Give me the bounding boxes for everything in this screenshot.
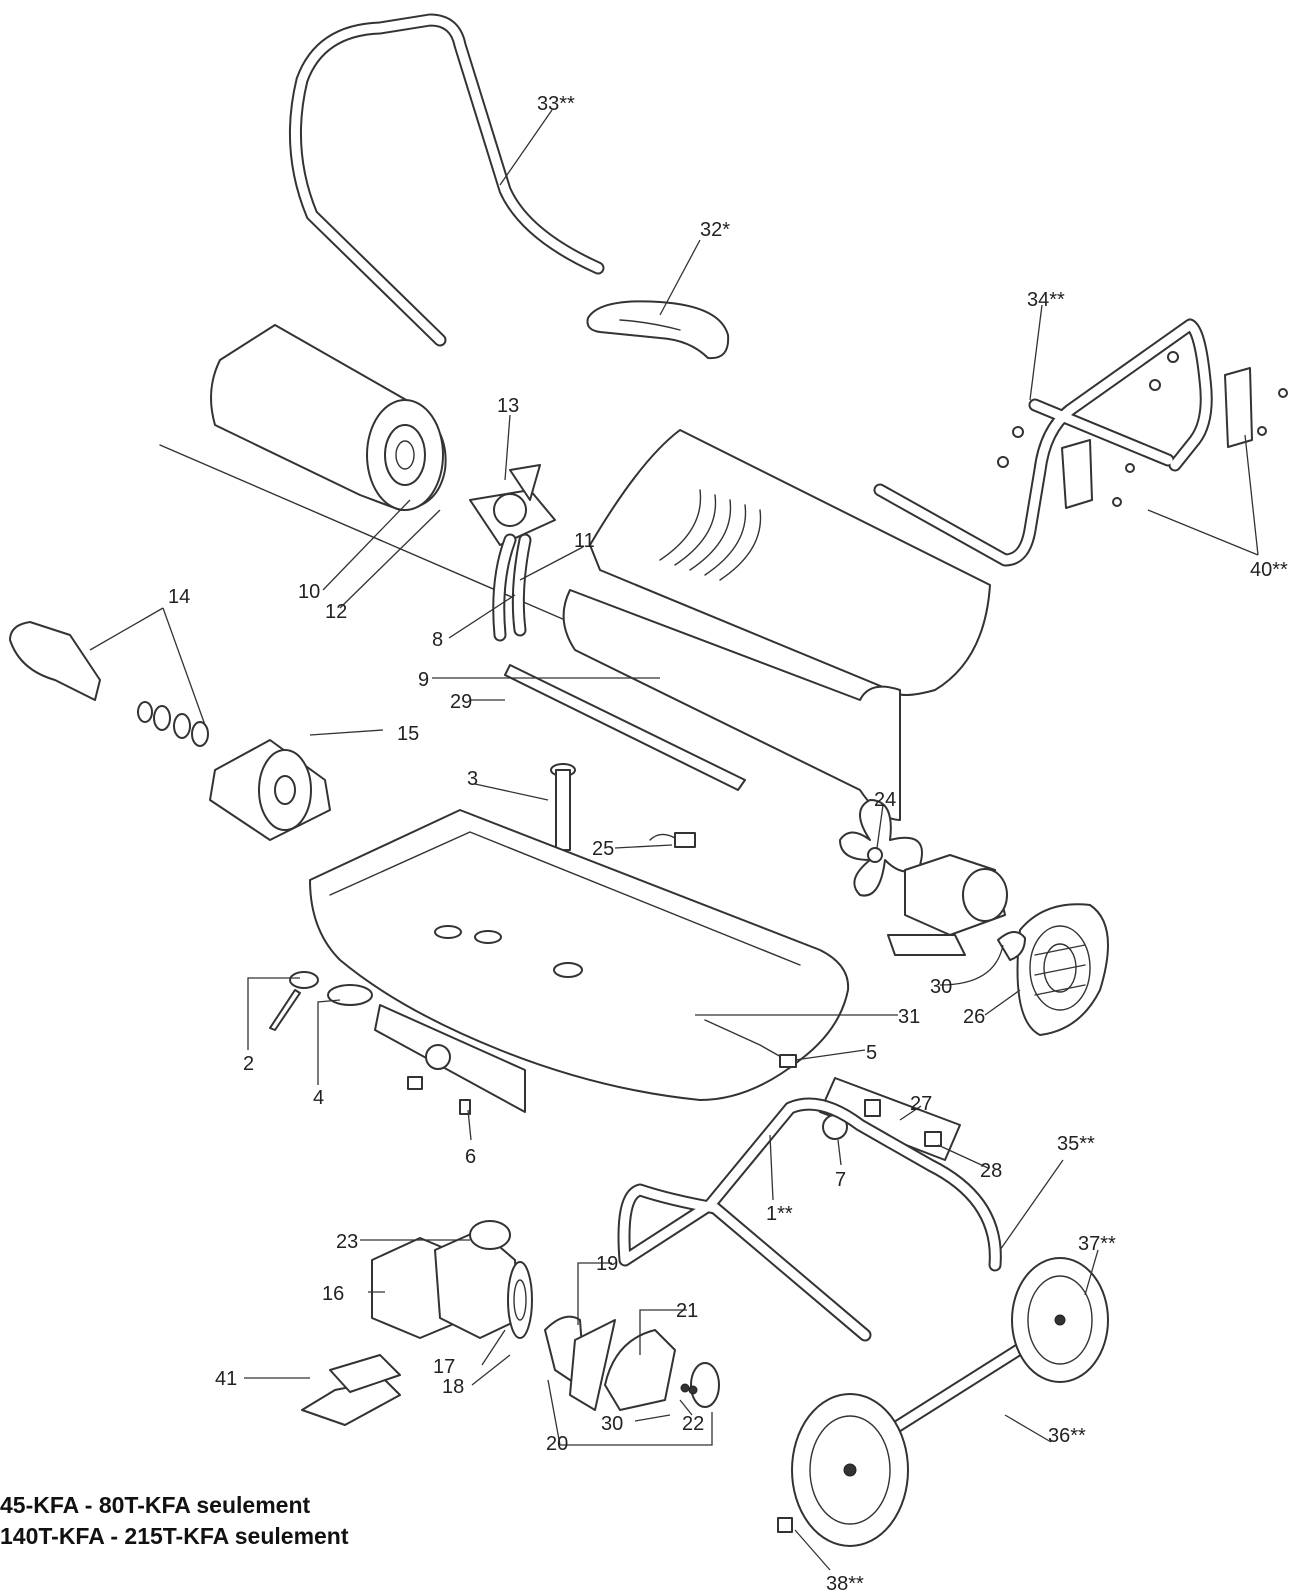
label-24: 24: [874, 789, 896, 811]
part-3-fuel-gauge: [550, 763, 576, 966]
part-upper-shell: [589, 429, 991, 696]
part-16-pump-motor: [371, 1220, 533, 1339]
label-20: 20: [546, 1433, 568, 1455]
label-21: 21: [676, 1300, 698, 1322]
label-6: 6: [465, 1146, 476, 1168]
label-5: 5: [866, 1042, 877, 1064]
part-33-handle: [288, 13, 605, 347]
label-11: 11: [574, 530, 595, 552]
part-26-guard: [997, 903, 1109, 1036]
label-31: 31: [898, 1006, 920, 1028]
part-tank: [309, 809, 850, 1101]
label-18: 18: [442, 1376, 464, 1398]
part-motor: [887, 854, 1008, 956]
label-35: 35**: [1057, 1133, 1095, 1155]
label-41: 41: [215, 1368, 237, 1390]
label-30a: 30: [930, 976, 952, 998]
label-10: 10: [298, 581, 320, 603]
label-38: 38**: [826, 1573, 864, 1593]
label-32: 32*: [700, 219, 730, 241]
label-22: 22: [682, 1413, 704, 1435]
label-8: 8: [432, 629, 443, 651]
label-7: 7: [835, 1169, 846, 1191]
part-34-rear-handle: [873, 318, 1288, 567]
label-1: 1**: [766, 1203, 793, 1225]
part-35-frame: [617, 1097, 1002, 1342]
label-23: 23: [336, 1231, 358, 1253]
label-4: 4: [313, 1087, 324, 1109]
label-27: 27: [910, 1093, 932, 1115]
label-40: 40**: [1250, 559, 1288, 581]
part-24-fan-blade: [839, 799, 923, 897]
part-5-cord: [704, 1019, 797, 1068]
leader-lines: [89, 109, 1259, 1571]
part-14-nozzle: [9, 621, 209, 747]
label-16: 16: [322, 1283, 344, 1305]
part-32-grip: [586, 300, 730, 360]
footnote-single-star: 45-KFA - 80T-KFA seulement: [0, 1492, 311, 1518]
part-15-deflector: [209, 739, 331, 841]
label-34: 34**: [1027, 289, 1065, 311]
label-37: 37**: [1078, 1233, 1116, 1255]
part-control-panel: [374, 1004, 526, 1115]
label-15: 15: [397, 723, 419, 745]
label-14: 14: [168, 586, 190, 608]
part-2-dipstick: [269, 971, 319, 1031]
part-41-bracket: [301, 1354, 401, 1426]
label-33: 33**: [537, 93, 575, 115]
label-17: 17: [433, 1356, 455, 1378]
part-36-axle-wheels: [777, 1257, 1109, 1547]
label-30b: 30: [601, 1413, 623, 1435]
label-26: 26: [963, 1006, 985, 1028]
label-36: 36**: [1048, 1425, 1086, 1447]
label-13: 13: [497, 395, 519, 417]
label-9: 9: [418, 669, 429, 691]
part-25-connector: [649, 832, 696, 848]
label-3: 3: [467, 768, 478, 790]
label-19: 19: [596, 1253, 618, 1275]
callout-labels: 33** 32* 34** 40** 13 11 10 12 8 14 9 29…: [168, 93, 1288, 1593]
label-2: 2: [243, 1053, 254, 1075]
label-25: 25: [592, 838, 614, 860]
label-28: 28: [980, 1160, 1002, 1182]
footnote-double-star: 140T-KFA - 215T-KFA seulement: [0, 1523, 349, 1549]
part-19-22-pump-cover: [544, 1315, 720, 1411]
part-8-11-fuel-lines: [492, 533, 532, 642]
part-13-fan: [469, 464, 556, 546]
label-29: 29: [450, 691, 472, 713]
label-12: 12: [325, 601, 347, 623]
